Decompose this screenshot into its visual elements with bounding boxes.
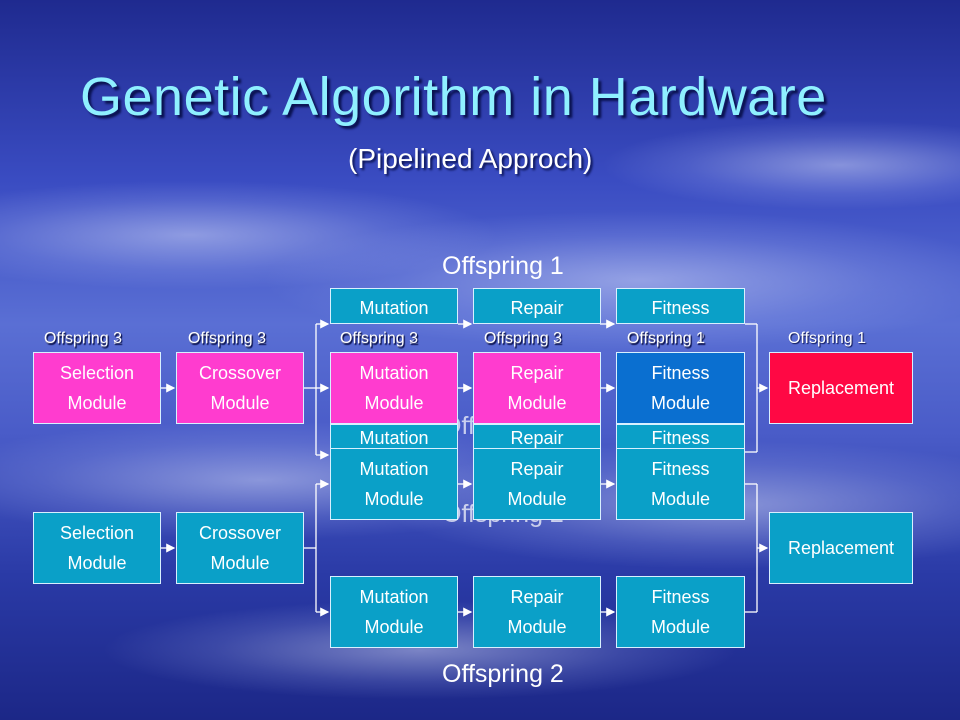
offspring-label-crossover: Offspring 3 xyxy=(188,330,266,347)
slide-subtitle: (Pipelined Approch) xyxy=(348,143,593,174)
offspring-label-fitness: Offspring 1 xyxy=(627,330,705,347)
offspring-label-repair: Offspring 3 xyxy=(484,330,562,347)
repair-module-top: Repair xyxy=(473,288,601,324)
fitness-module-active: Fitness Module xyxy=(616,352,745,424)
offspring-2-label-bottom: Offspring 2 xyxy=(442,660,564,688)
offspring-label-selection-ghost: Offspring 2 xyxy=(44,331,122,348)
offspring-1-label-top: Offspring 1 xyxy=(442,252,564,280)
replacement-module-active: Replacement xyxy=(769,352,913,424)
slide-title: Genetic Algorithm in Hardware xyxy=(80,67,827,127)
replacement-module: Replacement xyxy=(769,512,913,584)
fitness-module-lower-2: Fitness Module xyxy=(616,576,745,648)
crossover-module: Crossover Module xyxy=(176,512,304,584)
repair-module-lower-1: Repair Module xyxy=(473,448,601,520)
repair-module-active: Repair Module xyxy=(473,352,601,424)
offspring-label-repair-ghost: Offspring 2 xyxy=(484,331,562,348)
fitness-module-partial: Fitness xyxy=(616,424,745,450)
mutation-module-lower-2: Mutation Module xyxy=(330,576,458,648)
mutation-module-active: Mutation Module xyxy=(330,352,458,424)
offspring-label-crossover-ghost: Offspring 2 xyxy=(188,331,266,348)
mutation-module-lower-1: Mutation Module xyxy=(330,448,458,520)
offspring-label-selection: Offspring 3 xyxy=(44,330,122,347)
crossover-module-active: Crossover Module xyxy=(176,352,304,424)
mutation-module-partial: Mutation xyxy=(330,424,458,450)
offspring-label-mutation: Offspring 3 xyxy=(340,330,418,347)
selection-module: Selection Module xyxy=(33,512,161,584)
mutation-module-top: Mutation xyxy=(330,288,458,324)
repair-module-partial: Repair xyxy=(473,424,601,450)
fitness-module-top: Fitness xyxy=(616,288,745,324)
fitness-module-lower-1: Fitness Module xyxy=(616,448,745,520)
offspring-label-fitness-ghost: Offspring 2 xyxy=(627,331,705,348)
repair-module-lower-2: Repair Module xyxy=(473,576,601,648)
offspring-label-mutation-ghost: Offspring 2 xyxy=(340,331,418,348)
selection-module-active: Selection Module xyxy=(33,352,161,424)
offspring-label-replacement: Offspring 1 xyxy=(788,330,866,347)
